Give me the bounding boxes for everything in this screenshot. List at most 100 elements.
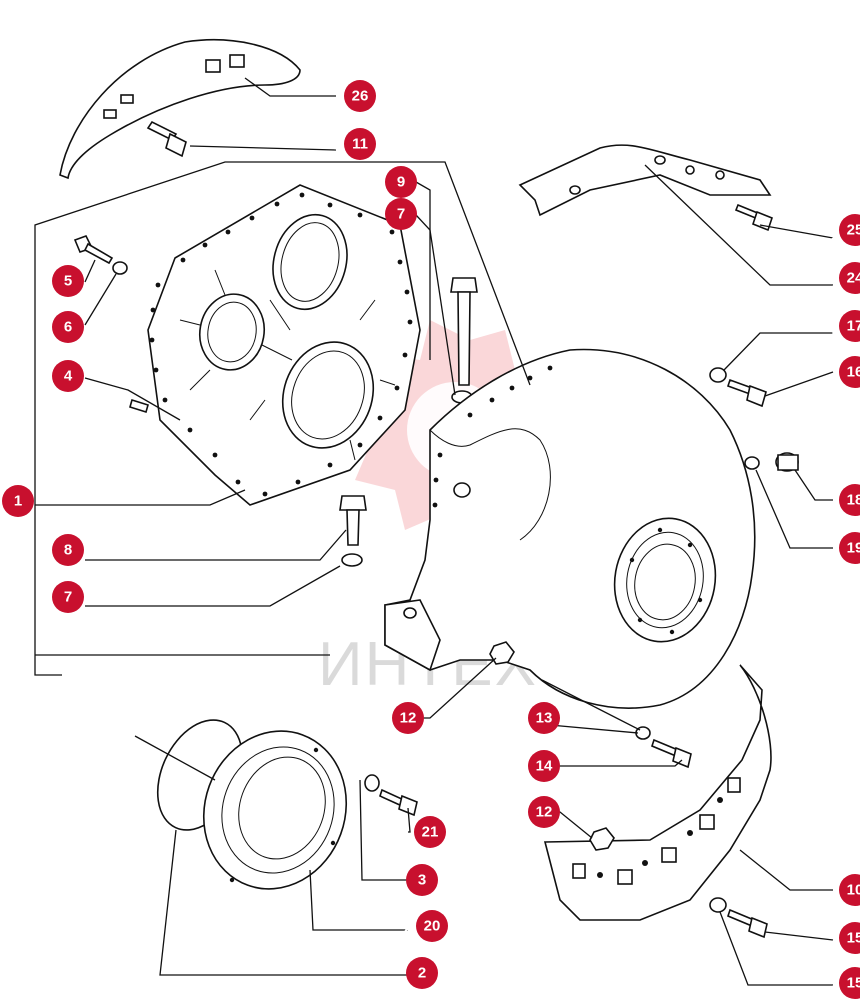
callout-24[interactable]: 2 24 bbox=[829, 262, 860, 295]
callout-20[interactable]: 2 20 bbox=[404, 910, 448, 943]
part-bolt-9 bbox=[450, 277, 478, 386]
callout-14[interactable]: 1 14 bbox=[518, 750, 560, 783]
callout-label: 7 bbox=[397, 206, 405, 223]
part-bolt-21 bbox=[379, 788, 418, 817]
callout-21[interactable]: 2 21 bbox=[404, 816, 446, 849]
callout-3[interactable]: 3 bbox=[406, 864, 438, 896]
callout-label: 3 bbox=[418, 872, 426, 889]
callout-stub: 1 bbox=[518, 718, 526, 735]
callout-12-right[interactable]: 1 12 bbox=[518, 796, 560, 829]
callout-label: 8 bbox=[64, 542, 72, 559]
part-bolt-11 bbox=[146, 120, 187, 158]
callout-label: 16 bbox=[847, 364, 860, 381]
part-guard-24 bbox=[518, 144, 772, 217]
callout-26[interactable]: 2 26 bbox=[332, 80, 376, 112]
callout-stub: 2 bbox=[829, 230, 837, 247]
callout-label: 11 bbox=[352, 136, 368, 153]
callout-12-left[interactable]: 1 12 bbox=[382, 702, 424, 735]
part-guard-top bbox=[59, 39, 301, 180]
callout-label: 12 bbox=[536, 804, 553, 821]
callout-label: 15 bbox=[847, 930, 860, 947]
callout-stub: 1 bbox=[829, 326, 837, 343]
part-bolt-15 bbox=[727, 908, 768, 939]
callout-label: 17 bbox=[847, 318, 860, 335]
callout-stub: 1 bbox=[829, 548, 837, 565]
callout-label: 9 bbox=[397, 174, 405, 191]
part-bolt-14 bbox=[651, 738, 692, 769]
callout-7-bottom[interactable]: 7 bbox=[52, 581, 84, 613]
callout-6[interactable]: 6 bbox=[52, 311, 84, 343]
callout-label: 2 bbox=[418, 965, 426, 982]
callout-15-upper[interactable]: 1 15 bbox=[829, 922, 860, 955]
callout-label: 4 bbox=[64, 368, 73, 385]
part-washer-6 bbox=[112, 261, 128, 275]
callout-label: 1 bbox=[14, 493, 22, 510]
callout-19[interactable]: 1 19 bbox=[829, 532, 860, 565]
housing-bolt-holes bbox=[432, 365, 703, 635]
callout-5[interactable]: 5 bbox=[52, 265, 84, 297]
part-plug-4 bbox=[129, 398, 149, 414]
callout-1[interactable]: 1 bbox=[2, 485, 34, 517]
callout-label: 14 bbox=[536, 758, 553, 775]
callout-stub: 1 bbox=[829, 500, 837, 517]
part-oring-19 bbox=[744, 456, 760, 470]
callout-label: 6 bbox=[64, 319, 72, 336]
callout-stub: 2 bbox=[829, 278, 837, 295]
part-washer-17 bbox=[709, 367, 727, 383]
part-washer-3 bbox=[364, 774, 380, 792]
callout-label: 19 bbox=[847, 540, 860, 557]
part-main-housing bbox=[384, 348, 756, 709]
callout-7-top[interactable]: 7 bbox=[385, 198, 417, 230]
callout-label: 26 bbox=[352, 88, 369, 105]
callout-stub: 1 bbox=[829, 938, 837, 955]
callout-label: 12 bbox=[400, 710, 417, 727]
part-bolt-5 bbox=[73, 235, 114, 265]
callout-10[interactable]: 1 10 bbox=[829, 874, 860, 907]
part-bolt-25 bbox=[734, 203, 773, 232]
callout-stub: 1 bbox=[829, 372, 837, 389]
callout-label: 5 bbox=[64, 273, 72, 290]
leader-lines bbox=[34, 77, 834, 986]
part-bearing-cap-20 bbox=[202, 730, 348, 890]
part-washer-15 bbox=[709, 897, 727, 913]
callout-label: 24 bbox=[847, 270, 860, 287]
callout-25[interactable]: 2 25 bbox=[829, 214, 860, 247]
callout-stub: 2 bbox=[332, 95, 340, 112]
callout-stub: 1 bbox=[829, 983, 837, 1000]
part-cover-plate bbox=[147, 184, 421, 506]
callout-18[interactable]: 1 18 bbox=[829, 484, 860, 517]
callout-9[interactable]: 9 bbox=[385, 166, 417, 198]
callout-label: 20 bbox=[424, 918, 441, 935]
callout-stub: 2 bbox=[404, 832, 412, 849]
callout-2[interactable]: 2 bbox=[406, 957, 438, 989]
cover-bolt-holes bbox=[149, 192, 413, 497]
callout-stub: 1 bbox=[518, 766, 526, 783]
callout-stub: 2 bbox=[404, 926, 412, 943]
callout-label: 7 bbox=[64, 589, 72, 606]
callout-label: 15 bbox=[847, 975, 860, 992]
part-plug-18 bbox=[775, 452, 799, 472]
part-bolt-8 bbox=[339, 495, 367, 546]
callout-8[interactable]: 8 bbox=[52, 534, 84, 566]
callout-15-lower[interactable]: 1 15 bbox=[829, 967, 860, 1000]
callout-16[interactable]: 1 16 bbox=[829, 356, 860, 389]
part-washer-7-bottom bbox=[341, 553, 363, 567]
part-guard-10 bbox=[543, 664, 772, 921]
callout-stub: 1 bbox=[518, 812, 526, 829]
callout-13[interactable]: 1 13 bbox=[518, 702, 560, 735]
callout-label: 21 bbox=[422, 824, 439, 841]
callout-stub: 1 bbox=[829, 890, 837, 907]
callout-4[interactable]: 4 bbox=[52, 360, 84, 392]
part-nut-12b bbox=[589, 827, 615, 851]
callout-label: 10 bbox=[847, 882, 860, 899]
callout-17[interactable]: 1 17 bbox=[829, 310, 860, 343]
callout-label: 18 bbox=[847, 492, 860, 509]
callout-label: 13 bbox=[536, 710, 553, 727]
callout-stub: 1 bbox=[334, 144, 342, 161]
callout-label: 25 bbox=[847, 222, 860, 239]
callout-stub: 1 bbox=[382, 718, 390, 735]
part-bolt-16 bbox=[726, 378, 767, 408]
